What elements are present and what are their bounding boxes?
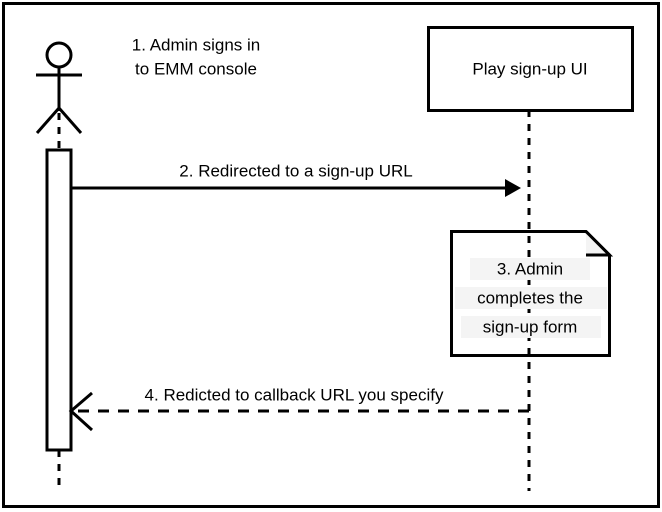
solid-arrow-icon-step-2: [505, 179, 521, 197]
message-step-4: 4. Redicted to callback URL you specify: [68, 385, 529, 432]
note-step-3-line-2: completes the: [477, 288, 583, 307]
stick-figure-icon-leg-right: [57, 107, 83, 134]
actor-admin: [35, 41, 83, 491]
note-folded-corner-icon-fold-edge: [584, 230, 614, 257]
note-text-highlight-2: [455, 287, 607, 309]
message-step-2: 2. Redirected to a sign-up URL: [71, 161, 521, 197]
message-step-2-label: 2. Redirected to a sign-up URL: [179, 161, 412, 180]
note-step-3-line-3: sign-up form: [483, 317, 577, 336]
participant-box-label: Play sign-up UI: [472, 59, 587, 78]
note-folded-corner-icon-body: [450, 230, 611, 357]
message-step-4-label: 4. Redicted to callback URL you specify: [145, 385, 444, 404]
annotation-step-1-line-1: 1. Admin signs in: [132, 35, 261, 54]
annotation-step-1: 1. Admin signs in to EMM console: [132, 35, 261, 78]
note-text-highlight-3: [461, 316, 601, 338]
note-step-3-line-1: 3. Admin: [497, 259, 563, 278]
note-text-highlight-1: [470, 258, 590, 280]
participant-play-signup-ui: Play sign-up UI: [427, 26, 634, 491]
stick-figure-icon-leg-left: [35, 107, 61, 134]
dashed-return-arrow-icon-step-4: [68, 391, 94, 432]
stick-figure-icon-head: [45, 41, 73, 69]
annotation-step-1-line-2: to EMM console: [135, 59, 257, 78]
note-step-3: 3. Admin completes the sign-up form: [450, 230, 614, 357]
activation-bar-admin: [45, 148, 73, 452]
